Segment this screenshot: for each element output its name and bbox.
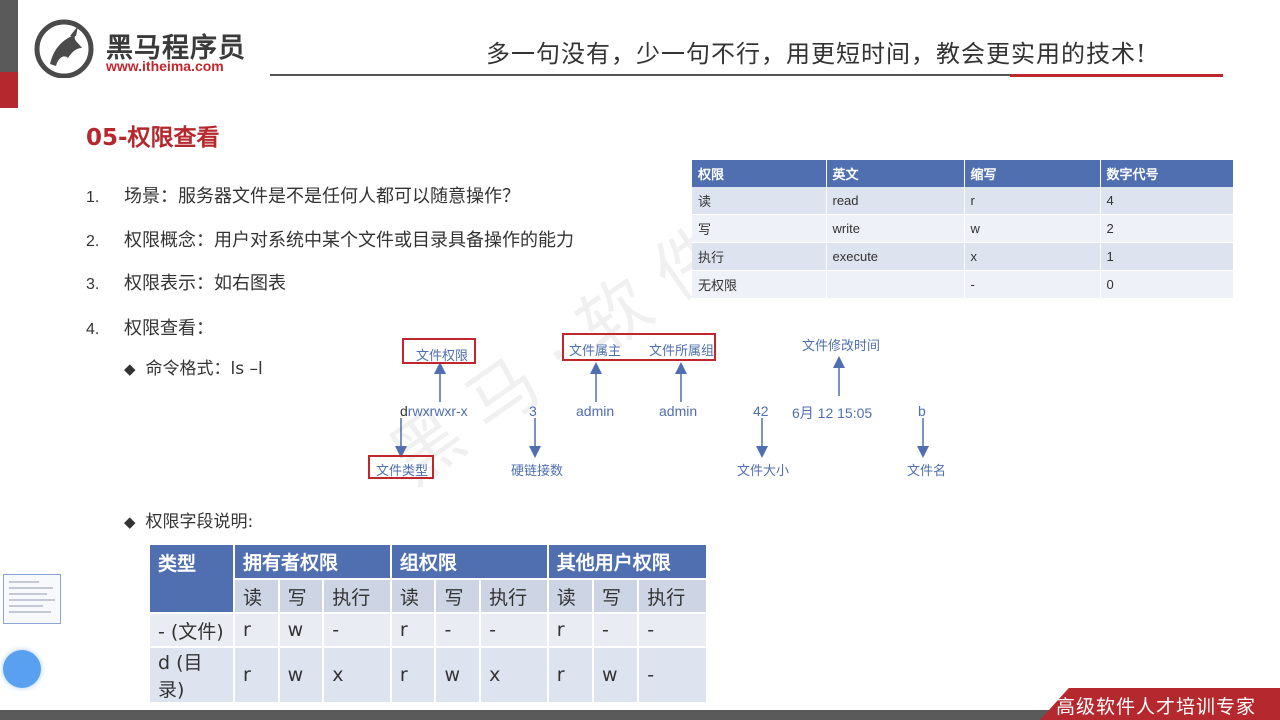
permission-table: 权限 英文 缩写 数字代号 读 read r 4 写 write w 2 执行 … (692, 160, 1234, 299)
header-rule-accent (1010, 74, 1223, 77)
file-size: 42 (753, 403, 769, 419)
left-accent-bar-red (0, 72, 18, 108)
slide-thumbnail[interactable] (3, 574, 61, 624)
table-row: - (文件) r w - r - - r - - (150, 613, 708, 648)
table-header: 拥有者权限 (234, 545, 392, 580)
floating-assistant-button[interactable] (3, 650, 41, 688)
diamond-bullet-icon: ◆ (124, 513, 136, 531)
horse-logo-icon (34, 19, 94, 78)
type-char: d (400, 403, 408, 419)
perm-string: rwxrwxr-x (407, 403, 468, 419)
table-row: 执行 execute x 1 (692, 242, 1234, 271)
owner-name: admin (576, 403, 615, 419)
type-label-box (368, 455, 434, 479)
brand-name: 黑马程序员 (106, 33, 246, 64)
left-accent-bar-gray (0, 0, 18, 72)
table-header: 组权限 (390, 545, 549, 580)
owner-group-label-box (562, 333, 716, 361)
table-header: 英文 (826, 160, 965, 187)
mtime-label: 文件修改时间 (802, 338, 881, 353)
group-name: admin (659, 403, 698, 419)
links-label: 硬链接数 (511, 463, 564, 478)
ls-line: drwxrwxr-x (400, 403, 468, 419)
footer-tagline: 高级软件人才培训专家 (1056, 696, 1257, 718)
list-item: 1.场景：服务器文件是不是任何人都可以随意操作？ (86, 186, 520, 207)
field-description-item: ◆权限字段说明: (124, 512, 254, 532)
footer-accent (1040, 688, 1280, 720)
brand-url: www.itheima.com (106, 58, 224, 74)
table-header: 类型 (150, 545, 235, 614)
slogan: 多一句没有，少一句不行，用更短时间，教会更实用的技术! (486, 40, 1147, 68)
table-header: 其他用户权限 (547, 545, 709, 580)
table-row: 无权限 - 0 (692, 270, 1234, 299)
file-name: b (918, 403, 926, 419)
table-row: 读 read r 4 (692, 187, 1234, 215)
mtime-value: 6月 12 15:05 (792, 405, 873, 421)
perm-label: 文件权限 (416, 348, 469, 363)
perm-label-box (402, 338, 476, 364)
table-header: 权限 (692, 160, 827, 187)
command-format-item: ◆命令格式：ls –l (124, 359, 263, 379)
page-title: 05-权限查看 (86, 125, 220, 151)
header-rule (270, 74, 1010, 76)
list-item: 2.权限概念：用户对系统中某个文件或目录具备操作的能力 (86, 230, 574, 251)
table-header: 数字代号 (1100, 160, 1234, 187)
links-count: 3 (529, 403, 537, 419)
list-item: 4.权限查看： (86, 318, 214, 339)
diamond-bullet-icon: ◆ (124, 360, 136, 378)
table-row: d (目录) r w x r w x r w - (150, 647, 708, 704)
list-item: 3.权限表示：如右图表 (86, 273, 286, 294)
field-table: 类型 拥有者权限 组权限 其他用户权限 读 写 执行 读 写 执行 读 写 执行… (150, 545, 709, 704)
size-label: 文件大小 (737, 463, 790, 478)
type-label: 文件类型 (376, 463, 429, 478)
table-row: 写 write w 2 (692, 214, 1234, 243)
name-label: 文件名 (907, 463, 947, 478)
group-label: 文件所属组 (649, 343, 715, 358)
owner-label: 文件属主 (569, 343, 622, 358)
table-header: 缩写 (964, 160, 1101, 187)
footer-bar (0, 710, 1280, 720)
